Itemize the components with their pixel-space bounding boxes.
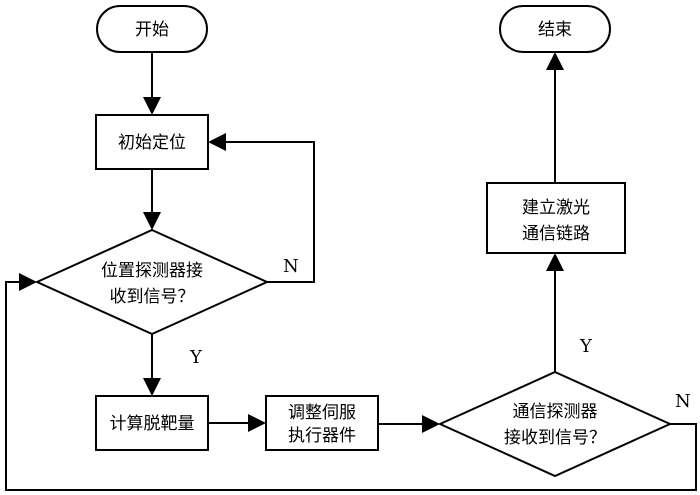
edge-comm-no-loop xyxy=(5,273,697,491)
edge-adjust-to-comm xyxy=(378,415,440,433)
comm-detector-decision: 通信探测器 接收到信号？ xyxy=(437,370,673,478)
edge-position-no-loop xyxy=(208,133,315,283)
comm-detector-label-line2: 接收到信号？ xyxy=(504,428,606,448)
edge-compute-to-adjust xyxy=(208,414,266,432)
adjust-servo-box: 调整伺服 执行器件 xyxy=(265,395,379,451)
edge-initial-to-decision xyxy=(143,169,161,230)
comm-yes-label: Y xyxy=(579,336,593,357)
laser-link-label-line1: 建立激光 xyxy=(522,198,590,218)
position-yes-label: Y xyxy=(189,347,203,368)
edge-comm-yes xyxy=(546,253,564,372)
compute-offset-box: 计算脱靶量 xyxy=(95,395,209,451)
edge-position-yes xyxy=(143,334,161,396)
start-node: 开始 xyxy=(96,5,208,53)
position-detector-decision: 位置探测器接 收到信号？ xyxy=(34,228,270,336)
position-no-label: N xyxy=(283,256,299,277)
comm-detector-label-line1: 通信探测器 xyxy=(513,402,598,422)
initial-position-label: 初始定位 xyxy=(118,133,186,153)
adjust-servo-label-line2: 执行器件 xyxy=(288,426,356,446)
end-node: 结束 xyxy=(499,5,611,53)
edge-start-to-initial xyxy=(143,52,161,115)
position-detector-label-line1: 位置探测器接 xyxy=(101,261,203,281)
laser-link-box: 建立激光 通信链路 xyxy=(486,182,626,254)
initial-position-box: 初始定位 xyxy=(95,114,209,170)
laser-link-label-line2: 通信链路 xyxy=(522,224,590,244)
position-detector-label-line2: 收到信号？ xyxy=(110,287,195,307)
edge-laser-to-end xyxy=(546,52,564,183)
comm-no-label: N xyxy=(675,391,691,412)
compute-offset-label: 计算脱靶量 xyxy=(110,414,195,434)
adjust-servo-label-line1: 调整伺服 xyxy=(288,403,356,423)
start-label: 开始 xyxy=(135,20,169,40)
end-label: 结束 xyxy=(538,20,572,40)
